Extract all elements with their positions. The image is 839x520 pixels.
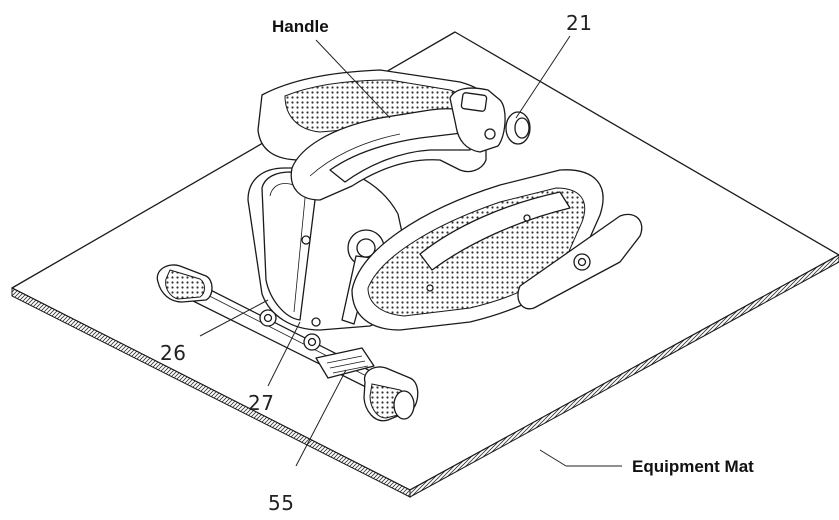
tension-knob	[505, 111, 531, 145]
left-end-cap	[156, 264, 213, 303]
label-part-21: 21	[566, 11, 592, 35]
label-part-55: 55	[268, 491, 294, 515]
leader-55	[295, 369, 347, 467]
leader-handle	[315, 39, 391, 119]
label-part-27: 27	[248, 391, 274, 415]
leader-27	[267, 321, 301, 387]
carry-handle	[290, 108, 487, 201]
leader-21	[515, 35, 571, 119]
right-pedal	[351, 169, 643, 331]
leader-mat	[539, 449, 567, 467]
label-equipment-mat: Equipment Mat	[632, 457, 754, 476]
label-handle: Handle	[272, 17, 329, 36]
stabilizer-bar	[156, 264, 419, 422]
leader-lines	[199, 35, 622, 467]
leader-26	[199, 299, 269, 337]
right-end-cap	[363, 366, 419, 422]
label-plate	[315, 347, 375, 379]
display-console	[449, 87, 506, 153]
label-part-26: 26	[160, 341, 186, 365]
